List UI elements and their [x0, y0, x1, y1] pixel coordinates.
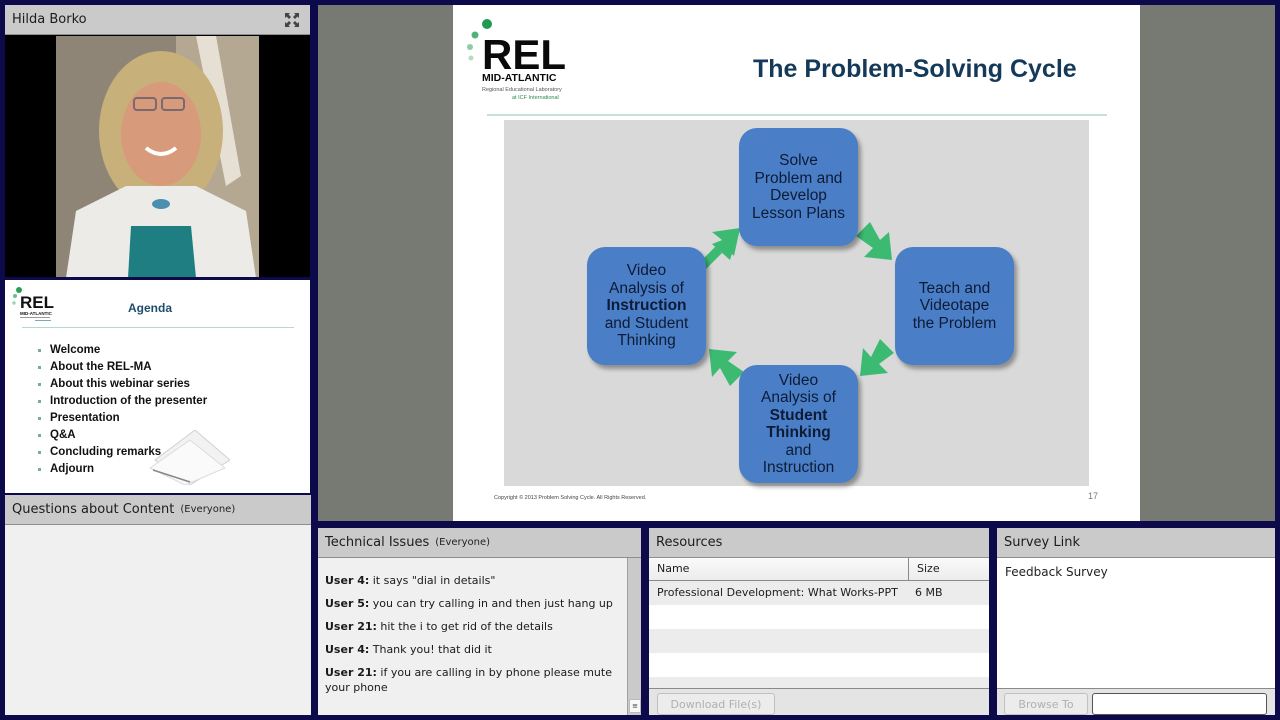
- questions-pod-title: Questions about Content: [12, 502, 175, 517]
- agenda-item: Introduction of the presenter: [38, 393, 207, 410]
- chat-message: User 21: if you are calling in by phone …: [325, 666, 612, 694]
- presenter-name: Hilda Borko: [12, 12, 87, 27]
- technical-issues-header: Technical Issues (Everyone): [318, 528, 641, 558]
- technical-issues-audience: (Everyone): [435, 537, 491, 548]
- svg-text:at ICF International: at ICF International: [512, 95, 559, 101]
- resources-footer: Download File(s): [649, 688, 989, 715]
- agenda-item: About this webinar series: [38, 376, 207, 393]
- chat-message: User 4: Thank you! that did it: [325, 643, 492, 656]
- share-pod: REL MID-ATLANTIC Regional Educational La…: [318, 5, 1275, 521]
- slide-divider: [487, 114, 1107, 116]
- chat-message: User 21: hit the i to get rid of the det…: [325, 620, 553, 633]
- svg-text:REL: REL: [482, 31, 566, 78]
- chat-message: User 4: it says "dial in details": [325, 574, 496, 587]
- slide-copyright: Copyright © 2013 Problem Solving Cycle. …: [494, 495, 647, 501]
- svg-text:REL: REL: [20, 293, 54, 312]
- resources-pod: Resources Name Size Professional Develop…: [649, 528, 989, 715]
- column-header-name[interactable]: Name: [649, 558, 909, 580]
- table-row-empty: [649, 605, 989, 629]
- agenda-item: Welcome: [38, 342, 207, 359]
- survey-link-header: Survey Link: [997, 528, 1275, 558]
- agenda-list: Welcome About the REL-MA About this webi…: [38, 342, 207, 478]
- chat-scrollbar[interactable]: ≡: [627, 558, 641, 715]
- survey-link-list: Feedback Survey: [997, 558, 1275, 688]
- svg-text:Regional Educational Laborator: Regional Educational Laboratory: [482, 87, 562, 93]
- presentation-slide: REL MID-ATLANTIC Regional Educational La…: [453, 5, 1140, 521]
- survey-footer: Browse To: [997, 688, 1275, 715]
- resources-rows: Professional Development: What Works-PPT…: [649, 581, 989, 701]
- table-row[interactable]: Professional Development: What Works-PPT…: [649, 581, 989, 605]
- download-files-button[interactable]: Download File(s): [657, 693, 775, 715]
- feedback-survey-link[interactable]: Feedback Survey: [1005, 565, 1108, 579]
- browse-to-button[interactable]: Browse To: [1004, 693, 1088, 715]
- column-header-size[interactable]: Size: [917, 562, 940, 575]
- camera-pod: Hilda Borko: [5, 5, 310, 277]
- chat-message: User 5: you can try calling in and then …: [325, 597, 613, 610]
- agenda-title: Agenda: [128, 301, 173, 315]
- cycle-node-video-analysis-instruction: Video Analysis of Instruction and Studen…: [587, 247, 706, 365]
- agenda-item: Presentation: [38, 410, 207, 427]
- slide-title: The Problem-Solving Cycle: [753, 55, 1077, 83]
- table-row-empty: [649, 629, 989, 653]
- agenda-item: About the REL-MA: [38, 359, 207, 376]
- cycle-arrows: [700, 222, 894, 386]
- agenda-item: Q&A: [38, 427, 207, 444]
- rel-logo: REL MID-ATLANTIC: [12, 287, 54, 321]
- survey-link-title: Survey Link: [1004, 535, 1080, 550]
- resources-table: Name Size Professional Development: What…: [649, 558, 989, 701]
- fullscreen-icon[interactable]: [284, 12, 300, 28]
- svg-text:MID-ATLANTIC: MID-ATLANTIC: [482, 72, 557, 84]
- url-input[interactable]: [1092, 693, 1267, 715]
- agenda-item: Adjourn: [38, 461, 207, 478]
- camera-pod-header: Hilda Borko: [5, 5, 310, 35]
- cycle-node-video-analysis-student-thinking: Video Analysis of Student Thinking and I…: [739, 365, 858, 483]
- presenter-video: [56, 36, 259, 277]
- file-name: Professional Development: What Works-PPT: [657, 586, 898, 599]
- resources-title: Resources: [656, 535, 723, 550]
- resources-table-header: Name Size: [649, 558, 989, 581]
- questions-audience: (Everyone): [180, 504, 236, 515]
- file-size: 6 MB: [915, 586, 943, 599]
- svg-text:MID-ATLANTIC: MID-ATLANTIC: [20, 311, 53, 316]
- slide-page-number: 17: [1087, 491, 1098, 501]
- agenda-divider: [22, 327, 294, 328]
- rel-mid-atlantic-logo: REL MID-ATLANTIC Regional Educational La…: [467, 19, 566, 101]
- paper-stack-image: [149, 430, 230, 485]
- agenda-slide-thumbnail: REL MID-ATLANTIC Agenda Welcome About th…: [5, 280, 310, 493]
- questions-pod-header: Questions about Content (Everyone): [5, 495, 311, 525]
- chat-message-list: User 4: it says "dial in details" User 5…: [318, 558, 627, 715]
- cycle-node-teach-videotape: Teach and Videotape the Problem: [895, 247, 1014, 365]
- agenda-item: Concluding remarks: [38, 444, 207, 461]
- survey-link-pod: Survey Link Feedback Survey Browse To: [997, 528, 1275, 715]
- questions-pod: Questions about Content (Everyone): [5, 495, 311, 715]
- technical-issues-pod: Technical Issues (Everyone) User 4: it s…: [318, 528, 641, 715]
- presenter-video-frame: [56, 36, 259, 277]
- cycle-node-solve-problem: Solve Problem and Develop Lesson Plans: [739, 128, 858, 246]
- questions-chat-area[interactable]: [5, 525, 311, 715]
- table-row-empty: [649, 653, 989, 677]
- technical-issues-title: Technical Issues: [325, 535, 430, 550]
- resources-header: Resources: [649, 528, 989, 558]
- scrollbar-thumb[interactable]: ≡: [629, 699, 641, 713]
- problem-solving-cycle-diagram: Solve Problem and Develop Lesson Plans T…: [504, 120, 1089, 486]
